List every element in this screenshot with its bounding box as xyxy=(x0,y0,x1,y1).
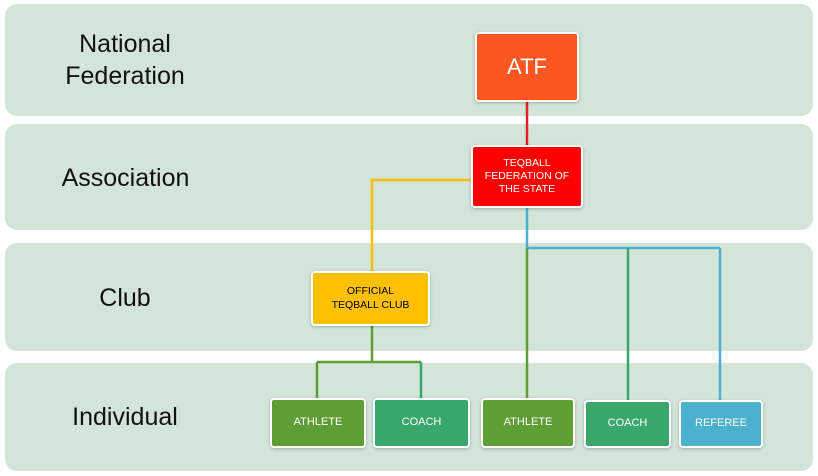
node-club-coach-label: COACH xyxy=(401,416,442,429)
node-atf-label: ATF xyxy=(507,54,547,80)
node-referee-label: REFEREE xyxy=(695,417,747,430)
node-club-athlete: ATHLETE xyxy=(270,398,366,448)
band-association xyxy=(5,124,813,230)
node-atf: ATF xyxy=(475,32,579,102)
node-state-federation-label: TEQBALL FEDERATION OF THE STATE xyxy=(484,156,570,196)
node-club-coach: COACH xyxy=(373,398,470,448)
band-national-federation xyxy=(5,4,813,116)
level-label-association: Association xyxy=(61,164,190,192)
level-label-individual: Individual xyxy=(72,403,178,431)
level-label-club: Club xyxy=(99,284,151,312)
node-coach-label: COACH xyxy=(607,417,648,430)
node-referee: REFEREE xyxy=(679,400,763,448)
node-athlete-label: ATHLETE xyxy=(503,416,553,429)
node-club: OFFICIAL TEQBALL CLUB xyxy=(311,271,430,326)
link-state-to-club xyxy=(370,178,472,272)
level-label-national-federation: National Federation xyxy=(65,30,185,90)
node-club-label: OFFICIAL TEQBALL CLUB xyxy=(331,285,410,311)
node-club-athlete-label: ATHLETE xyxy=(293,416,343,429)
node-coach: COACH xyxy=(584,400,671,448)
node-athlete: ATHLETE xyxy=(481,398,575,448)
node-state-federation: TEQBALL FEDERATION OF THE STATE xyxy=(471,145,583,208)
